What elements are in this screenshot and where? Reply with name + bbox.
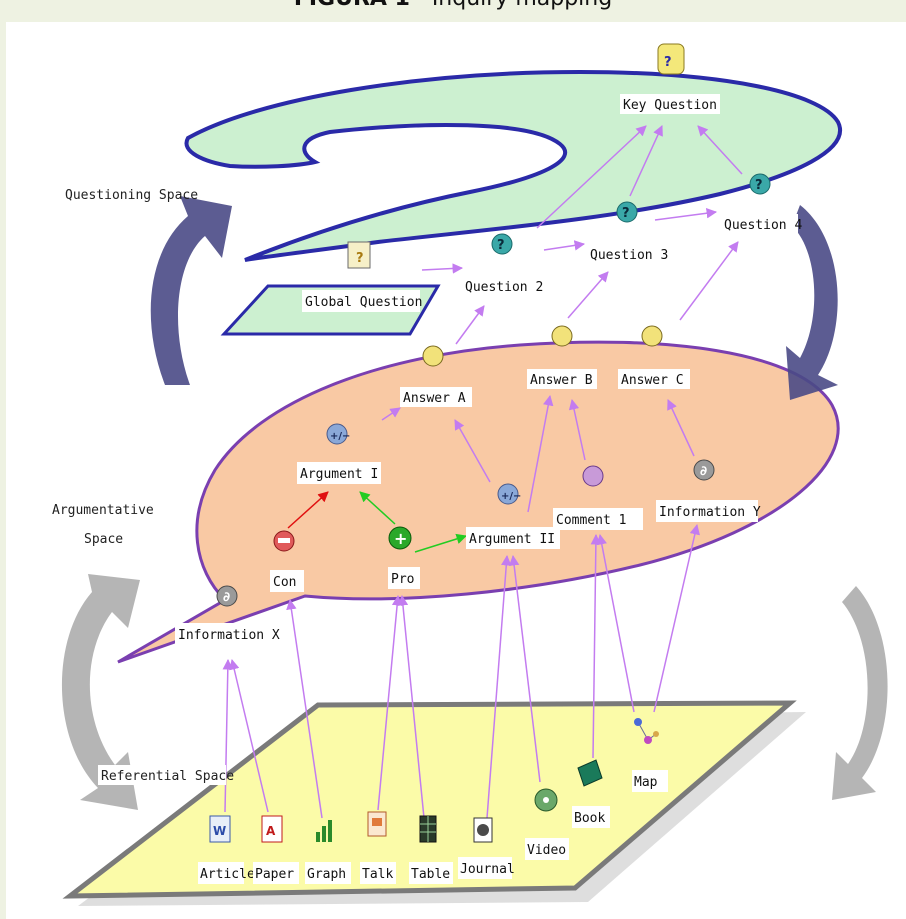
- referential-label-bg: [98, 765, 226, 785]
- node-information-x[interactable]: ∂ Information X: [175, 585, 280, 645]
- link-icon: [216, 585, 238, 607]
- cycle-arrow-left-bottom: [61, 574, 140, 810]
- answer-a-label: Answer A: [403, 391, 466, 406]
- lightbulb-icon: [551, 325, 573, 347]
- resource-book[interactable]: Book: [572, 759, 610, 828]
- links-questioning: [421, 125, 743, 274]
- node-information-y[interactable]: ∂ Information Y: [656, 459, 761, 522]
- svg-text:W: W: [213, 824, 226, 838]
- resource-map[interactable]: Map: [632, 718, 668, 792]
- figure-title-rest: - Inquiry mapping: [410, 0, 612, 11]
- question-icon: [749, 173, 771, 195]
- book-label: Book: [574, 811, 605, 826]
- global-question-label: Global Question: [305, 295, 422, 310]
- plus-minus-icon: [326, 423, 348, 445]
- comment-icon: [582, 465, 604, 487]
- resource-article[interactable]: W Article: [198, 815, 255, 884]
- con-label: Con: [273, 575, 296, 590]
- links-argumentative: [287, 241, 739, 553]
- lightbulb-icon: [422, 345, 444, 367]
- key-question-label: Key Question: [623, 98, 717, 113]
- resource-paper[interactable]: A Paper: [253, 815, 299, 884]
- svg-text:∂: ∂: [700, 464, 707, 479]
- svg-text:?: ?: [497, 238, 505, 253]
- svg-text:?: ?: [755, 178, 763, 193]
- argumentative-space-label-line1: Argumentative: [52, 503, 154, 518]
- answer-c-label: Answer C: [621, 373, 684, 388]
- svg-text:A: A: [266, 824, 276, 838]
- svg-text:+: +: [394, 529, 407, 548]
- document-icon: [209, 815, 231, 843]
- node-question-4[interactable]: ? Question 4: [722, 173, 802, 234]
- referential-space-label: Referential Space: [101, 769, 234, 784]
- information-y-label: Information Y: [659, 505, 761, 520]
- pro-label: Pro: [391, 572, 414, 587]
- resource-journal[interactable]: Journal: [458, 817, 515, 879]
- question-icon: [491, 233, 513, 255]
- resource-video[interactable]: Video: [525, 788, 569, 860]
- information-x-label: Information X: [178, 628, 280, 643]
- journal-label: Journal: [460, 862, 515, 877]
- table-label: Table: [411, 867, 450, 882]
- key-question-icon: [657, 43, 685, 75]
- pdf-icon: [261, 815, 283, 843]
- node-comment-1[interactable]: Comment 1: [553, 465, 643, 530]
- comment-1-label: Comment 1: [556, 513, 626, 528]
- node-argument-i[interactable]: +/− Argument I: [297, 423, 381, 484]
- node-argument-ii[interactable]: +/− Argument II: [466, 483, 560, 549]
- video-label: Video: [527, 843, 566, 858]
- plus-icon: [388, 526, 412, 550]
- question-3-label: Question 3: [590, 248, 668, 263]
- cycle-arrow-left-top: [150, 196, 232, 385]
- svg-text:?: ?: [664, 55, 672, 70]
- global-question-icon: [347, 241, 371, 269]
- svg-text:?: ?: [356, 251, 364, 266]
- question-2-label: Question 2: [465, 280, 543, 295]
- chart-icon: [316, 832, 320, 842]
- link-icon: [693, 459, 715, 481]
- svg-text:+/−: +/−: [501, 491, 521, 502]
- book-icon: [577, 759, 603, 787]
- mindmap-icon: [634, 718, 642, 726]
- questioning-space-label: Questioning Space: [65, 188, 198, 203]
- lightbulb-icon: [641, 325, 663, 347]
- node-pro[interactable]: + Pro: [388, 526, 420, 589]
- plus-minus-icon: [497, 483, 519, 505]
- argument-ii-label: Argument II: [469, 532, 555, 547]
- resource-talk[interactable]: Talk: [360, 811, 396, 884]
- resource-table[interactable]: Table: [409, 815, 453, 884]
- node-question-3[interactable]: ? Question 3: [586, 201, 668, 264]
- question-4-label: Question 4: [724, 218, 802, 233]
- answer-b-label: Answer B: [530, 373, 593, 388]
- article-label: Article: [200, 867, 255, 882]
- resource-graph[interactable]: Graph: [305, 820, 351, 884]
- talk-label: Talk: [362, 867, 393, 882]
- svg-text:+/−: +/−: [330, 431, 350, 442]
- links-referential: [222, 523, 700, 819]
- svg-text:∂: ∂: [223, 590, 230, 605]
- node-answer-c[interactable]: Answer C: [618, 325, 690, 389]
- argument-i-label: Argument I: [300, 467, 378, 482]
- cycle-arrow-right-bottom: [832, 586, 888, 800]
- paper-label: Paper: [255, 867, 294, 882]
- node-answer-a[interactable]: Answer A: [400, 345, 472, 407]
- figure-title: FIGURA 1 - Inquiry mapping: [0, 0, 906, 11]
- node-global-question[interactable]: ? Global Question: [302, 241, 422, 312]
- map-label: Map: [634, 775, 658, 790]
- argumentative-space-label-line2: Space: [84, 532, 123, 547]
- figure-title-bold: FIGURA 1: [294, 0, 410, 11]
- graph-label: Graph: [307, 867, 346, 882]
- node-con[interactable]: Con: [270, 530, 304, 592]
- cycle-arrow-right-top: [786, 205, 838, 400]
- node-key-question[interactable]: ? Key Question: [620, 43, 720, 114]
- question-icon: [616, 201, 638, 223]
- node-answer-b[interactable]: Answer B: [527, 325, 597, 389]
- questioning-band: [184, 69, 842, 262]
- svg-text:?: ?: [622, 206, 630, 221]
- node-question-2[interactable]: ? Question 2: [462, 233, 546, 296]
